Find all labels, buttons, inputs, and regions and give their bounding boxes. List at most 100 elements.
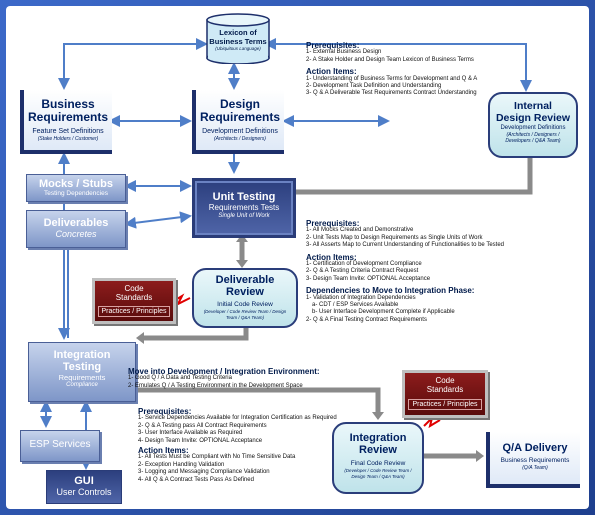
block1-action-heading: Action Items:	[306, 67, 357, 77]
block4-prereq-3: 3- User Interface Available as Required	[138, 430, 243, 437]
connector-internal-unit	[296, 158, 533, 195]
design-sub: Development Definitions	[202, 128, 278, 135]
block2-action-2: 2- Q & A Testing Criteria Contract Reque…	[306, 268, 419, 275]
business-ital: (Stake Holders / Customer)	[37, 136, 99, 142]
lexicon-cylinder: Lexicon of Business Terms (Ubiquitous La…	[206, 12, 270, 64]
block4-action-4: 4- All Q & A Contract Tests Pass As Defi…	[138, 476, 254, 483]
block4-action-2: 2- Exception Handling Validation	[138, 461, 225, 468]
cylinder-shape	[206, 13, 270, 64]
codestd1-title2: Standards	[115, 293, 153, 302]
block3-heading: Move into Development / Integration Envi…	[128, 367, 320, 376]
block1-action-2: 2- Development Task Definition and Under…	[306, 83, 442, 90]
block3-text: Move into Development / Integration Envi…	[128, 367, 320, 390]
delreview-sub: Initial Code Review	[217, 301, 273, 308]
block4-prereq-1: 1- Service Dependencies Available for In…	[138, 415, 337, 422]
block2-action-1: 1- Certification of Development Complian…	[306, 261, 422, 268]
block2-dep-1: 1- Validation of Integration Dependencie…	[306, 294, 416, 301]
integtest-title2: Testing	[62, 361, 102, 373]
connector-lexicon-business	[58, 38, 208, 90]
mocks-title: Mocks / Stubs	[39, 178, 113, 190]
lightning-bolt-2	[423, 414, 441, 429]
qa-delivery-box: Q/A Delivery Business Requirements (Q/A …	[486, 432, 580, 488]
internal-sub: Development Definitions	[500, 125, 566, 131]
block4-prereq-heading: Prerequisites:	[138, 407, 192, 416]
codestd1-title: Code	[124, 284, 144, 293]
integtest-title: Integration	[53, 349, 111, 361]
design-title2: Requirements	[199, 110, 281, 124]
block2-action-heading: Action Items:	[306, 252, 357, 262]
internal-ital: (Architects / Designers / Developers / Q…	[505, 132, 561, 144]
esp-title: ESP Services	[29, 439, 91, 450]
gui-title: GUI	[74, 475, 94, 487]
deliverable-review-box: Deliverable Review Initial Code Review (…	[192, 268, 298, 328]
block2-prereq-3: 3- All Asserts Map to Current Understand…	[306, 242, 504, 249]
codestd2-sub: Practices / Principles	[408, 399, 482, 410]
integtest-ital: Compliance	[66, 382, 98, 388]
code-standards-box-1: Code Standards Practices / Principles	[92, 278, 176, 324]
business-requirements-box: Business Requirements Feature Set Defini…	[20, 90, 112, 154]
lexicon-sub: (Ubiquitous Language)	[215, 46, 261, 51]
connector-delreview-integ	[144, 324, 249, 341]
unit-title: Unit Testing	[212, 191, 276, 203]
block2-dep-4: 2- Q & A Final Testing Contract Requirem…	[306, 316, 427, 323]
unit-ital: Single Unit of Work	[218, 213, 270, 219]
deliverables-title: Deliverables	[43, 217, 109, 229]
delreview-ital: (Developer / Code Review Team / Design T…	[203, 309, 287, 320]
block1-text: Prerequisites: 1- External Business Desi…	[306, 41, 478, 98]
lightning-bolt-1	[171, 293, 191, 307]
intreview-sub: Final Code Review	[350, 460, 406, 467]
deliverables-box: Deliverables Concretes	[26, 210, 126, 248]
design-ital: (Architects / Designers)	[214, 136, 266, 142]
diagram-canvas: Lexicon of Business Terms (Ubiquitous La…	[6, 6, 589, 509]
block3-item-1: 1- Good Q / A Data and Testing Criteria	[128, 375, 232, 382]
internal-title2: Design Review	[495, 112, 571, 124]
business-title2: Requirements	[27, 110, 109, 124]
esp-services-box: ESP Services	[20, 430, 100, 462]
block1-prereq-2: 2- A Stake Holder and Design Team Lexico…	[306, 56, 474, 63]
block4-action-3: 3- Logging and Messaging Compliance Vali…	[138, 469, 270, 476]
qa-title: Q/A Delivery	[502, 442, 568, 454]
mocks-sub: Testing Dependencies	[44, 190, 108, 197]
internal-design-review-box: Internal Design Review Development Defin…	[488, 92, 578, 158]
codestd2-title: Code	[435, 376, 455, 385]
connector-deliverables-unit	[124, 211, 192, 229]
block3-item-2: 2- Emulates Q / A Testing Environment in…	[128, 382, 303, 389]
gui-box: GUI User Controls	[46, 470, 122, 504]
business-title: Business	[41, 97, 95, 111]
deliverables-sub: Concretes	[55, 229, 97, 239]
integtest-sub: Requirements	[58, 373, 106, 382]
connector-integ-review	[136, 387, 381, 414]
block4-action-heading: Action Items:	[138, 446, 189, 456]
block4-prereq-2: 2- Q & A Testing pass All Contract Requi…	[138, 422, 267, 429]
unit-sub: Requirements Tests	[208, 203, 280, 212]
intreview-ital: (Developer / Code Review Team / Design T…	[344, 468, 412, 479]
intreview-title2: Review	[359, 444, 397, 456]
block2-prereq-2: 2- Unit Tests Map to Design Requirements…	[306, 234, 483, 241]
design-requirements-box: Design Requirements Development Definiti…	[192, 90, 284, 154]
code-standards-box-2: Code Standards Practices / Principles	[402, 370, 488, 418]
block4-action-1: 1- All Tests Must be Compliant with No T…	[138, 454, 296, 461]
lexicon-title2: Business Terms	[209, 37, 267, 46]
block4-prereq-4: 4- Design Team Invite: OPTIONAL Acceptan…	[138, 437, 263, 444]
business-sub: Feature Set Definitions	[32, 128, 104, 135]
block1-action-3: 3- Q & A Deliverable Test Requirements C…	[306, 90, 477, 97]
block2-text: Prerequisites: 1- All Mocks Created and …	[306, 219, 504, 324]
qa-ital: (Q/A Team)	[522, 465, 548, 471]
block2-action-3: 3- Design Team Invite: OPTIONAL Acceptan…	[306, 275, 431, 282]
block1-prereq-1: 1- External Business Design	[306, 49, 382, 56]
internal-title: Internal	[514, 100, 552, 112]
block2-dep-2: a- CDT / ESP Services Available	[312, 302, 399, 309]
block2-prereq-heading: Prerequisites:	[306, 219, 360, 228]
codestd2-title2: Standards	[426, 385, 464, 394]
intreview-title: Integration	[349, 432, 407, 444]
mocks-stubs-box: Mocks / Stubs Testing Dependencies	[26, 174, 126, 202]
block2-dep-3: b- User Interface Development Complete i…	[312, 309, 455, 316]
integration-testing-box: Integration Testing Requirements Complia…	[28, 342, 136, 402]
codestd1-sub: Practices / Principles	[98, 306, 170, 317]
lexicon-title: Lexicon of	[219, 28, 257, 37]
gui-sub: User Controls	[56, 487, 112, 497]
integration-review-box: Integration Review Final Code Review (De…	[332, 422, 424, 494]
connector-lexicon-internal	[264, 38, 532, 92]
delreview-title: Deliverable	[215, 274, 275, 286]
block1-action-1: 1- Understanding of Business Terms for D…	[306, 75, 478, 82]
